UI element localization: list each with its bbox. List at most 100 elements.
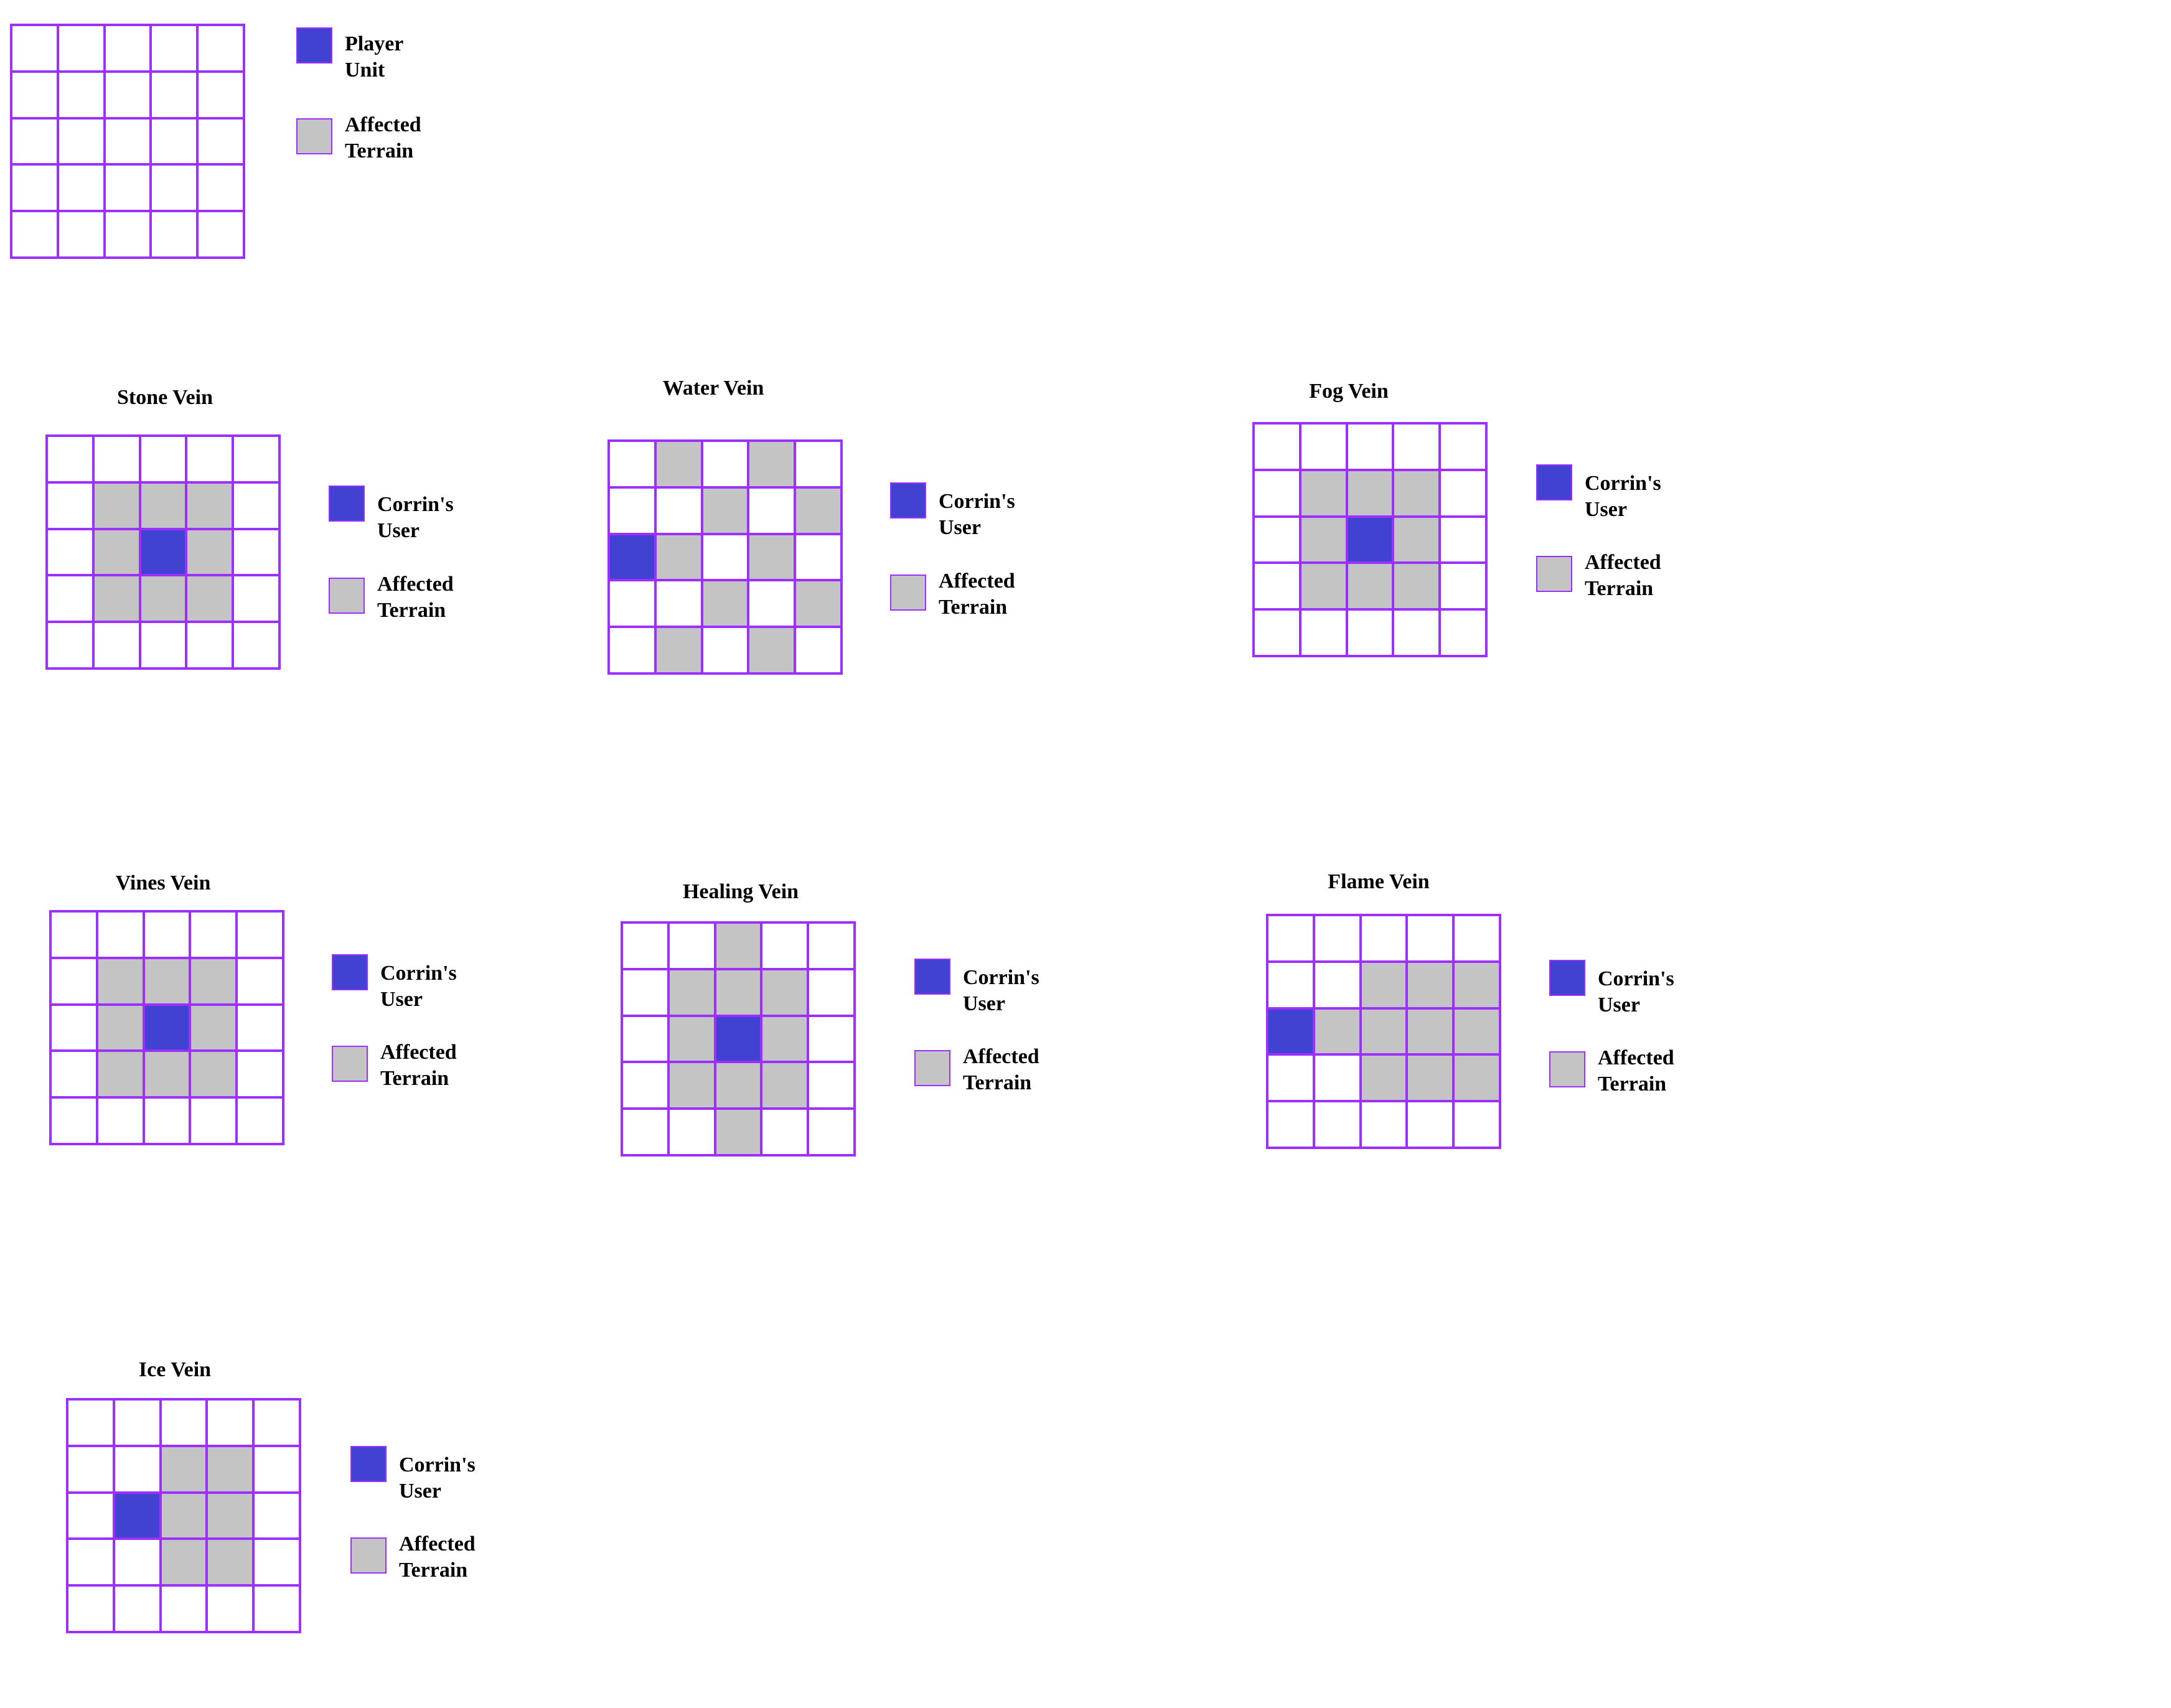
grid-cell-affected xyxy=(701,580,749,627)
grid-cell-empty xyxy=(1300,423,1347,470)
grid-cell-affected xyxy=(207,1445,254,1493)
grid-cell-empty xyxy=(47,622,93,669)
grid-cell-affected xyxy=(748,441,795,487)
grid-cell-empty xyxy=(655,487,702,534)
grid-cell-empty xyxy=(93,436,140,482)
grid-cell-empty xyxy=(1254,469,1300,517)
grid-cell-affected xyxy=(1360,961,1407,1008)
grid-cell-empty xyxy=(160,1585,207,1632)
grid-cell-empty xyxy=(139,436,187,482)
grid-cell-empty xyxy=(186,436,233,482)
fog-vein-title: Fog Vein xyxy=(1309,380,1389,403)
grid-cell-empty xyxy=(609,580,655,627)
grid-cell-empty xyxy=(795,533,842,581)
grid-cell-empty xyxy=(160,1399,207,1446)
grid-cell-empty xyxy=(151,211,198,258)
grid-cell-affected xyxy=(160,1445,207,1493)
grid-cell-empty xyxy=(197,25,244,72)
user-swatch xyxy=(890,482,926,518)
grid-cell-empty xyxy=(47,575,93,622)
grid-cell-affected xyxy=(190,957,237,1005)
grid-cell-affected xyxy=(1407,961,1454,1008)
grid-cell-empty xyxy=(50,911,97,958)
grid-cell-empty xyxy=(67,1492,114,1539)
grid-cell-empty xyxy=(104,71,151,118)
grid-cell-empty xyxy=(11,71,58,118)
grid-cell-empty xyxy=(808,969,855,1016)
grid-cell-affected xyxy=(93,528,140,576)
grid-cell-affected xyxy=(701,487,749,534)
affected-swatch xyxy=(329,578,365,614)
grid-cell-empty xyxy=(57,118,105,165)
grid-cell-empty xyxy=(233,575,279,622)
grid-cell-empty xyxy=(622,1062,668,1109)
affected-legend-label: Affected Terrain xyxy=(1585,551,1661,600)
grid-cell-empty xyxy=(253,1445,300,1493)
grid-cell-empty xyxy=(668,922,715,969)
user-swatch xyxy=(296,27,332,63)
grid-cell-affected xyxy=(1346,563,1394,610)
grid-cell-empty xyxy=(93,622,140,669)
grid-cell-empty xyxy=(11,118,58,165)
grid-cell-empty xyxy=(67,1585,114,1632)
user-swatch xyxy=(1549,960,1585,996)
grid-cell-empty xyxy=(622,969,668,1016)
grid-cell-affected xyxy=(93,575,140,622)
user-legend-label: Corrin's User xyxy=(377,493,454,542)
grid-cell-affected xyxy=(761,969,809,1016)
grid-cell-affected xyxy=(96,1051,144,1098)
grid-cell-empty xyxy=(104,211,151,258)
grid-cell-affected xyxy=(1360,1008,1407,1055)
grid-cell-empty xyxy=(1453,1101,1500,1148)
grid-healing-vein xyxy=(621,921,856,1157)
grid-cell-empty xyxy=(47,482,93,529)
user-legend-label: Corrin's User xyxy=(380,962,457,1011)
affected-swatch xyxy=(296,118,332,154)
grid-cell-empty xyxy=(1346,423,1394,470)
grid-cell-empty xyxy=(609,441,655,487)
grid-cell-empty xyxy=(237,911,283,958)
grid-cell-empty xyxy=(1440,516,1486,563)
grid-cell-empty xyxy=(748,580,795,627)
affected-swatch xyxy=(332,1046,368,1082)
grid-cell-empty xyxy=(1440,609,1486,656)
grid-cell-empty xyxy=(795,627,842,673)
grid-stone-vein xyxy=(45,434,281,670)
grid-cell-empty xyxy=(237,957,283,1005)
grid-cell-empty xyxy=(151,118,198,165)
grid-cell-empty xyxy=(622,1109,668,1155)
grid-cell-affected xyxy=(715,1062,762,1109)
grid-cell-empty xyxy=(197,118,244,165)
user-legend-label: Corrin's User xyxy=(1598,967,1674,1016)
grid-cell-affected xyxy=(190,1051,237,1098)
grid-cell-affected xyxy=(668,1062,715,1109)
grid-cell-affected xyxy=(207,1492,254,1539)
grid-cell-empty xyxy=(233,528,279,576)
grid-cell-empty xyxy=(104,25,151,72)
grid-cell-affected xyxy=(761,1015,809,1063)
grid-cell-empty xyxy=(151,71,198,118)
grid-cell-affected xyxy=(1453,1008,1500,1055)
grid-cell-affected xyxy=(96,1004,144,1051)
grid-vines-vein xyxy=(49,910,284,1145)
grid-cell-empty xyxy=(808,922,855,969)
grid-cell-affected xyxy=(668,969,715,1016)
grid-cell-empty xyxy=(748,487,795,534)
grid-cell-empty xyxy=(1254,609,1300,656)
grid-cell-empty xyxy=(50,1004,97,1051)
grid-cell-empty xyxy=(808,1062,855,1109)
grid-cell-empty xyxy=(1313,1054,1361,1102)
grid-cell-empty xyxy=(622,922,668,969)
grid-cell-empty xyxy=(57,71,105,118)
grid-cell-affected xyxy=(1393,516,1440,563)
grid-cell-affected xyxy=(748,533,795,581)
grid-cell-empty xyxy=(50,1051,97,1098)
grid-cell-empty xyxy=(701,441,749,487)
affected-legend-label: Affected Terrain xyxy=(1598,1046,1674,1096)
grid-cell-empty xyxy=(151,164,198,212)
grid-cell-empty xyxy=(253,1492,300,1539)
affected-legend-label: Affected Terrain xyxy=(345,113,421,162)
grid-cell-empty xyxy=(233,436,279,482)
grid-cell-empty xyxy=(622,1015,668,1063)
